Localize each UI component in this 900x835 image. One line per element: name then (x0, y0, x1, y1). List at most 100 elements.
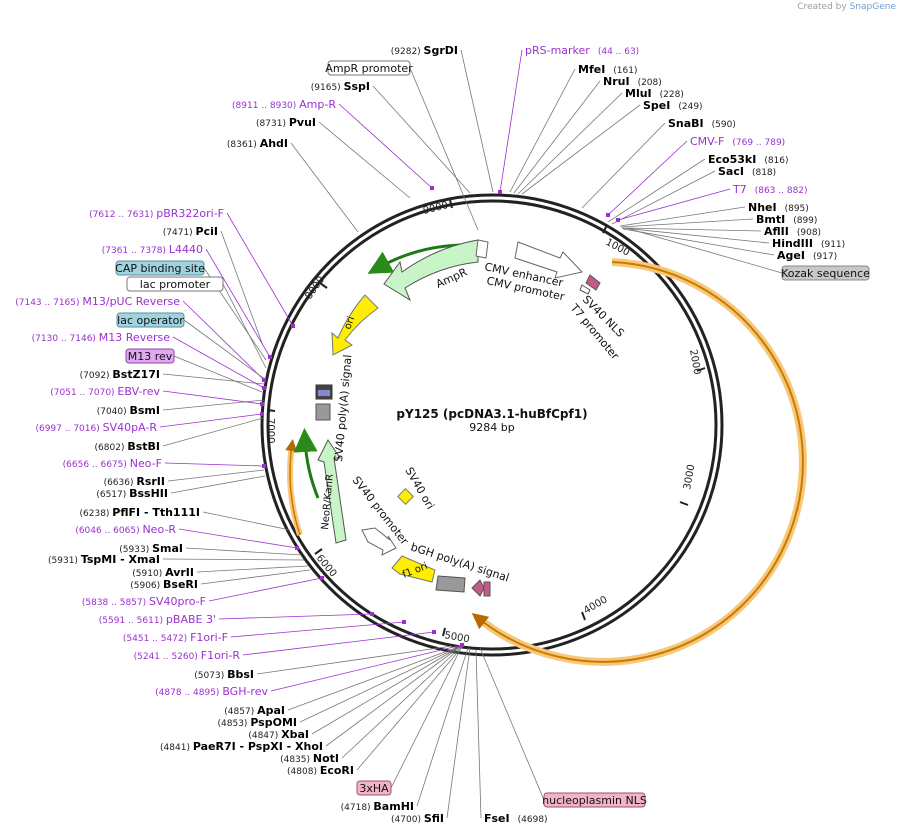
site-fsei[interactable]: FseI(4698) (484, 812, 548, 825)
feature-box-ampr-promoter[interactable]: AmpR promoter (325, 60, 413, 76)
site-snabi[interactable]: SnaBI(590) (668, 117, 736, 130)
site-pspomi[interactable]: (4853) PspOMI (218, 716, 297, 729)
primer-t7[interactable]: T7(863 .. 882) (616, 183, 808, 222)
nls-bottom-feature[interactable] (471, 579, 485, 597)
t7-promoter-feature[interactable] (579, 284, 591, 295)
sv40-promoter-feature[interactable] (361, 527, 397, 556)
primer-amp-r[interactable]: (8911 .. 8930) Amp-R (232, 98, 434, 190)
tick-9000: 9000 (422, 200, 449, 217)
svg-text:lac operator: lac operator (117, 314, 184, 327)
sv40-nls-feature[interactable] (585, 274, 601, 291)
site-sgrdi[interactable]: (9282) SgrDI (391, 44, 458, 57)
primer-ebv-rev[interactable]: (7051 .. 7070) EBV-rev (50, 385, 264, 406)
svg-text:(6636) RsrII: (6636) RsrII (104, 475, 165, 488)
site-apai[interactable]: (4857) ApaI (224, 704, 285, 717)
site-nhei[interactable]: NheI(895) (748, 201, 809, 214)
site-spei[interactable]: SpeI(249) (643, 99, 703, 112)
primer-m13-puc-reverse[interactable]: (7143 .. 7165) M13/pUC Reverse (15, 295, 266, 382)
ori-feature[interactable] (331, 294, 379, 356)
primer-f1ori-f[interactable]: (5451 .. 5472) F1ori-F (123, 620, 406, 644)
svg-text:(6656 .. 6675) Neo-F: (6656 .. 6675) Neo-F (63, 457, 162, 470)
cmv-feature[interactable] (514, 241, 583, 279)
primer-prs-marker[interactable]: pRS-marker(44 .. 63) (498, 44, 639, 194)
site-mfei[interactable]: MfeI(161) (578, 63, 638, 76)
site-ahdi[interactable]: (8361) AhdI (227, 137, 288, 150)
svg-text:(7471) PciI: (7471) PciI (163, 225, 218, 238)
primer-pbabe-3[interactable]: (5591 .. 5611) pBABE 3' (99, 612, 374, 626)
site-avrii[interactable]: (5910) AvrII (132, 566, 194, 579)
plasmid-name: pY125 (pcDNA3.1-huBfCpf1) (396, 407, 587, 421)
svg-text:pRS-marker(44 .. 63): pRS-marker(44 .. 63) (525, 44, 639, 57)
site-mlui[interactable]: MluI(228) (625, 87, 684, 100)
svg-text:(7092) BstZ17I: (7092) BstZ17I (80, 368, 160, 381)
primer-sv40pro-f[interactable]: (5838 .. 5857) SV40pro-F (82, 576, 324, 608)
site-bsmi[interactable]: (7040) BsmI (97, 404, 160, 417)
sv40-polya-feature[interactable] (315, 403, 331, 421)
site-nrui[interactable]: NruI(208) (603, 75, 662, 88)
site-bsshii[interactable]: (6517) BssHII (96, 487, 168, 500)
site-rsrii[interactable]: (6636) RsrII (104, 475, 165, 488)
svg-text:Kozak sequence: Kozak sequence (781, 267, 870, 280)
neor-kanr-feature[interactable] (317, 439, 347, 544)
svg-text:Eco53kI(816): Eco53kI(816) (708, 153, 789, 166)
site-pvui[interactable]: (8731) PvuI (256, 116, 316, 129)
credit-brand: SnapGene (849, 2, 896, 12)
primer-sv40pa-r[interactable]: (6997 .. 7016) SV40pA-R (35, 412, 264, 434)
site-eco53ki[interactable]: Eco53kI(816) (708, 153, 789, 166)
svg-text:3xHA: 3xHA (359, 782, 389, 795)
feature-box-3xha[interactable]: 3xHA (356, 780, 392, 796)
primer-cmv-f[interactable]: CMV-F(769 .. 789) (606, 135, 785, 217)
site-bseri[interactable]: (5906) BseRI (130, 578, 198, 591)
site-hindiii[interactable]: HindIII(911) (772, 237, 845, 250)
svg-text:FseI(4698): FseI(4698) (484, 812, 548, 825)
site-bbsi[interactable]: (5073) BbsI (194, 668, 254, 681)
site-saci[interactable]: SacI(818) (718, 165, 776, 178)
primer-bgh-rev[interactable]: (4878 .. 4895) BGH-rev (155, 643, 464, 698)
site-noti[interactable]: (4835) NotI (280, 752, 339, 765)
svg-text:(9282) SgrDI: (9282) SgrDI (391, 44, 458, 57)
ha-feature[interactable] (483, 581, 491, 597)
primer-l4440[interactable]: (7361 .. 7378) L4440 (102, 243, 272, 359)
primer-neo-r[interactable]: (6046 .. 6065) Neo-R (75, 523, 299, 550)
feature-box-lac-operator[interactable]: lac operator (116, 312, 185, 328)
feature-box-kozak-sequence[interactable]: Kozak sequence (781, 265, 870, 281)
primer-f1ori-r[interactable]: (5241 .. 5260) F1ori-R (134, 630, 436, 662)
backbone-inner (266, 199, 718, 651)
bgh-polya-feature[interactable] (435, 575, 466, 593)
site-pcii[interactable]: (7471) PciI (163, 225, 218, 238)
label-ori: ori (342, 315, 357, 331)
site-bstz17i[interactable]: (7092) BstZ17I (80, 368, 160, 381)
site-paer7i-pspxi-xhoi[interactable]: (4841) PaeR7I - PspXI - XhoI (160, 740, 323, 753)
site-sfii[interactable]: (4700) SfiI (391, 812, 444, 825)
tick-4000: 4000 (582, 594, 610, 616)
site-tspmi-xmai[interactable]: (5931) TspMI - XmaI (48, 553, 160, 566)
primer-pbr322ori-f[interactable]: (7612 .. 7631) pBR322ori-F (89, 207, 295, 328)
tick-marks (266, 199, 706, 637)
site-pflfi-tth111i[interactable]: (6238) PflFI - Tth111I (80, 506, 201, 519)
primer-m13-reverse[interactable]: (7130 .. 7146) M13 Reverse (32, 331, 266, 390)
feature-box-lac-promoter[interactable]: lac promoter (126, 276, 224, 292)
site-smai[interactable]: (5933) SmaI (119, 542, 183, 555)
ampr-feature[interactable] (383, 239, 479, 302)
site-aflii[interactable]: AflII(908) (764, 225, 821, 238)
svg-text:(4718) BamHI: (4718) BamHI (341, 800, 414, 813)
svg-text:(5933) SmaI: (5933) SmaI (119, 542, 183, 555)
site-agei[interactable]: AgeI(917) (777, 249, 837, 262)
site-bmti[interactable]: BmtI(899) (756, 213, 817, 226)
svg-text:(4853) PspOMI: (4853) PspOMI (218, 716, 297, 729)
sv40-ori-feature[interactable] (397, 488, 414, 505)
site-bstbi[interactable]: (6802) BstBI (95, 440, 160, 453)
tick-3000: 3000 (682, 464, 697, 491)
feature-box-cap-binding-site[interactable]: CAP binding site (115, 260, 205, 276)
feature-box-m13-rev[interactable]: M13 rev (125, 348, 175, 364)
cmv-enhancer-start (475, 239, 489, 259)
site-bamhi[interactable]: (4718) BamHI (341, 800, 414, 813)
site-xbai[interactable]: (4847) XbaI (248, 728, 309, 741)
svg-text:(4841) PaeR7I - PspXI - XhoI: (4841) PaeR7I - PspXI - XhoI (160, 740, 323, 753)
svg-text:lac promoter: lac promoter (140, 278, 211, 291)
site-sspi[interactable]: (9165) SspI (311, 80, 370, 93)
site-ecori[interactable]: (4808) EcoRI (287, 764, 354, 777)
primer-neo-f[interactable]: (6656 .. 6675) Neo-F (63, 457, 266, 470)
feature-box-nucleoplasmin-nls[interactable]: nucleoplasmin NLS (542, 792, 647, 808)
f1-ori-feature[interactable] (391, 555, 436, 583)
